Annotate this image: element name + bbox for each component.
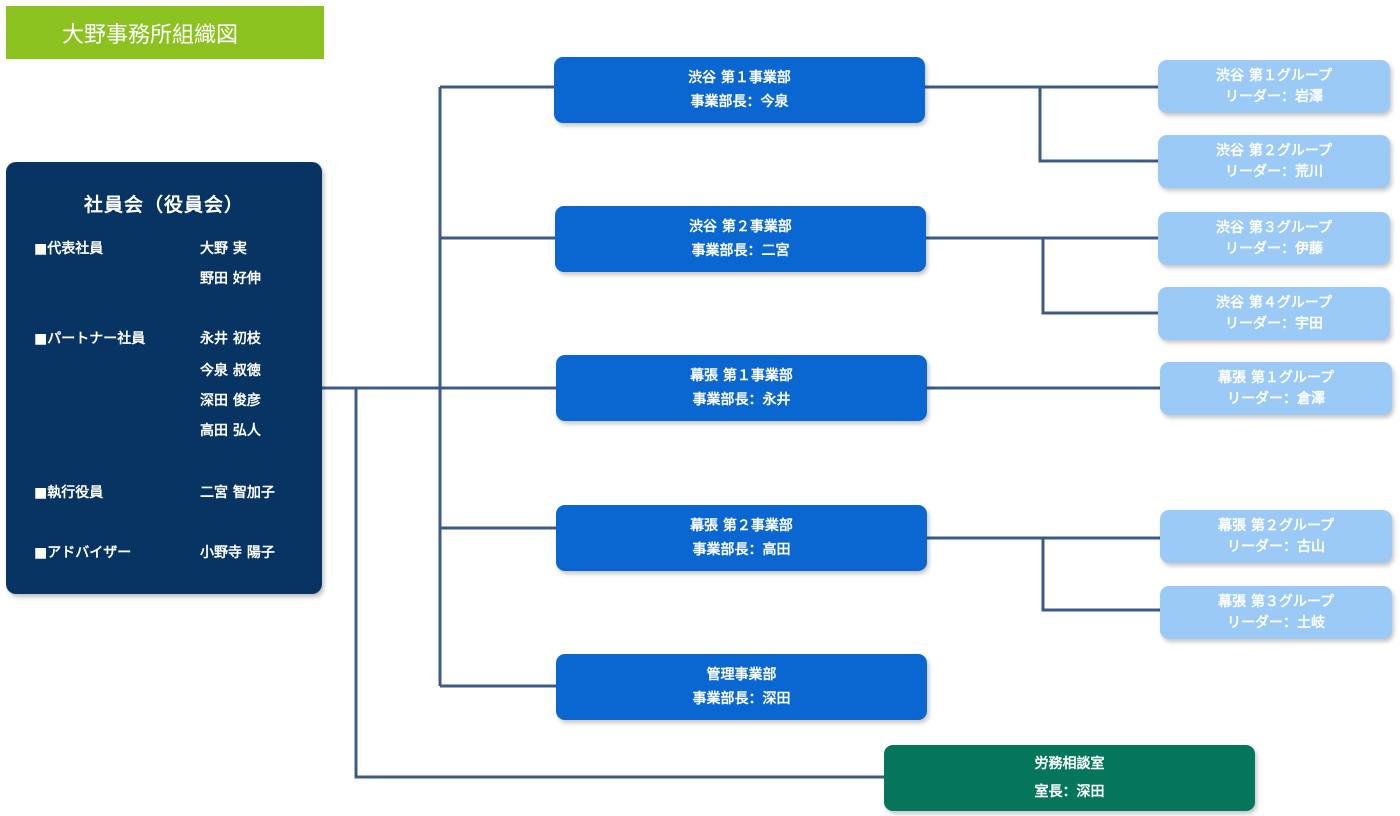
page-title: 大野事務所組織図 — [6, 6, 324, 59]
board-title: 社員会（役員会） — [83, 194, 244, 216]
member: 高田 弘人 — [200, 423, 261, 439]
division-head: 事業部長：高田 — [692, 542, 791, 558]
group-leader: リーダー：荒川 — [1225, 163, 1323, 180]
division-head: 事業部長：永井 — [692, 392, 791, 408]
board-box: 社員会（役員会） ■代表社員 大野 実 野田 好伸 ■パートナー社員 永井 初枝… — [6, 162, 322, 594]
role-executive: ■執行役員 — [34, 485, 104, 501]
role-advisor: ■アドバイザー — [34, 545, 132, 561]
group-leader: リーダー：伊藤 — [1225, 240, 1323, 257]
connector-grp-4 — [1041, 238, 1160, 315]
group-leader: リーダー：古山 — [1227, 538, 1325, 555]
role-partner: ■パートナー社員 — [34, 331, 146, 347]
division-head: 事業部長：今泉 — [690, 94, 789, 110]
division-name: 幕張 第１事業部 — [690, 368, 793, 384]
connector-grp-2 — [1038, 87, 1160, 163]
office-labor-consultation: 労務相談室 室長：深田 — [884, 745, 1255, 811]
connector-office — [354, 388, 884, 779]
group-makuhari-3: 幕張 第３グループ リーダー：土岐 — [1160, 586, 1392, 639]
division-head: 事業部長：二宮 — [691, 243, 790, 259]
division-shibuya-2: 渋谷 第２事業部 事業部長：二宮 — [555, 206, 926, 272]
group-name: 幕張 第１グループ — [1217, 369, 1335, 386]
division-makuhari-1: 幕張 第１事業部 事業部長：永井 — [556, 355, 927, 421]
group-shibuya-2: 渋谷 第２グループ リーダー：荒川 — [1158, 135, 1390, 188]
division-name: 幕張 第２事業部 — [690, 518, 793, 534]
group-name: 渋谷 第１グループ — [1215, 67, 1333, 84]
group-leader: リーダー：倉澤 — [1227, 390, 1325, 407]
member: 今泉 叔徳 — [200, 363, 261, 379]
office-head: 室長：深田 — [1034, 784, 1105, 800]
member: 二宮 智加子 — [200, 485, 275, 501]
group-name: 渋谷 第３グループ — [1215, 219, 1333, 236]
group-leader: リーダー：岩澤 — [1225, 88, 1323, 105]
division-name: 渋谷 第２事業部 — [689, 219, 792, 235]
group-name: 幕張 第２グループ — [1217, 517, 1335, 534]
division-makuhari-2: 幕張 第２事業部 事業部長：高田 — [556, 505, 927, 571]
group-shibuya-4: 渋谷 第４グループ リーダー：宇田 — [1158, 287, 1390, 340]
office-name: 労務相談室 — [1034, 756, 1105, 772]
member: 永井 初枝 — [200, 331, 261, 347]
group-name: 渋谷 第４グループ — [1215, 294, 1333, 311]
member: 小野寺 陽子 — [200, 545, 275, 561]
group-leader: リーダー：土岐 — [1227, 614, 1325, 631]
role-representative: ■代表社員 — [34, 241, 104, 257]
division-shibuya-1: 渋谷 第１事業部 事業部長：今泉 — [554, 57, 925, 123]
division-management: 管理事業部 事業部長：深田 — [556, 654, 927, 720]
member: 野田 好伸 — [200, 271, 261, 287]
connector-grp-7 — [1041, 538, 1160, 612]
division-name: 渋谷 第１事業部 — [688, 70, 791, 86]
division-head: 事業部長：深田 — [692, 691, 791, 707]
group-shibuya-3: 渋谷 第３グループ リーダー：伊藤 — [1158, 212, 1390, 265]
group-makuhari-2: 幕張 第２グループ リーダー：古山 — [1160, 510, 1392, 563]
group-leader: リーダー：宇田 — [1225, 315, 1323, 332]
group-shibuya-1: 渋谷 第１グループ リーダー：岩澤 — [1158, 60, 1390, 113]
division-name: 管理事業部 — [706, 667, 777, 683]
group-makuhari-1: 幕張 第１グループ リーダー：倉澤 — [1160, 362, 1392, 415]
member: 大野 実 — [200, 241, 247, 257]
group-name: 渋谷 第２グループ — [1215, 142, 1333, 159]
member: 深田 俊彦 — [200, 393, 261, 409]
group-name: 幕張 第３グループ — [1217, 593, 1335, 610]
